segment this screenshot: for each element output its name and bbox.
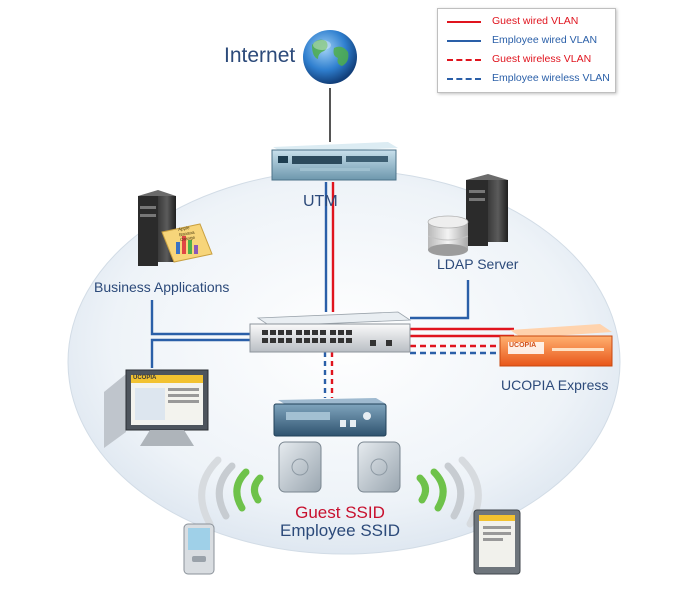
ucopia-logo-text: UCOPIA: [509, 342, 537, 349]
legend: Guest wired VLAN Employee wired VLAN Gue…: [437, 8, 616, 93]
database-icon: [427, 215, 469, 256]
pda-icon: [183, 523, 215, 575]
legend-swatch: [447, 59, 481, 61]
apps-link: [150, 300, 250, 336]
wifi-signal-icon-right: [416, 456, 482, 528]
legend-item: Employee wired VLAN: [447, 33, 617, 49]
globe-icon: [303, 30, 357, 84]
server-tower-icon-ldap: [466, 174, 508, 246]
legend-label: Employee wireless VLAN: [492, 72, 610, 84]
legend-swatch: [447, 21, 481, 23]
business-applications-label: Business Applications: [94, 279, 230, 295]
employee-ssid-label: Employee SSID: [280, 521, 400, 540]
network-switch-icon: [249, 311, 412, 353]
access-point-icon: [278, 441, 322, 493]
guest-ssid-label: Guest SSID: [295, 503, 385, 522]
legend-label: Guest wired VLAN: [492, 15, 579, 27]
ucopia-express-label: UCOPIA Express: [501, 377, 609, 393]
connections: [150, 88, 514, 398]
monitor-logo-text: UCOPIA: [133, 375, 157, 381]
access-point-icon-2: [357, 441, 401, 493]
monitor-icon: [104, 369, 209, 448]
ucopia-appliance-icon: [499, 324, 613, 367]
utm-label: UTM: [303, 193, 338, 210]
tablet-icon: [473, 509, 521, 575]
legend-item: Employee wireless VLAN: [447, 71, 617, 87]
legend-swatch: [447, 78, 481, 80]
legend-label: Employee wired VLAN: [492, 34, 598, 46]
router-icon: [273, 398, 387, 437]
utm-appliance-icon: [271, 142, 398, 181]
pc-link: [150, 338, 250, 368]
legend-label: Guest wireless VLAN: [492, 53, 592, 65]
ldap-link: [410, 280, 470, 320]
legend-item: Guest wireless VLAN: [447, 52, 617, 68]
document-chart-icon: [161, 223, 213, 263]
ldap-server-label: LDAP Server: [437, 256, 519, 272]
legend-item: Guest wired VLAN: [447, 14, 617, 30]
internet-label: Internet: [224, 44, 296, 67]
wifi-signal-icon: [198, 456, 264, 528]
server-tower-icon: [138, 190, 176, 266]
legend-swatch: [447, 40, 481, 42]
